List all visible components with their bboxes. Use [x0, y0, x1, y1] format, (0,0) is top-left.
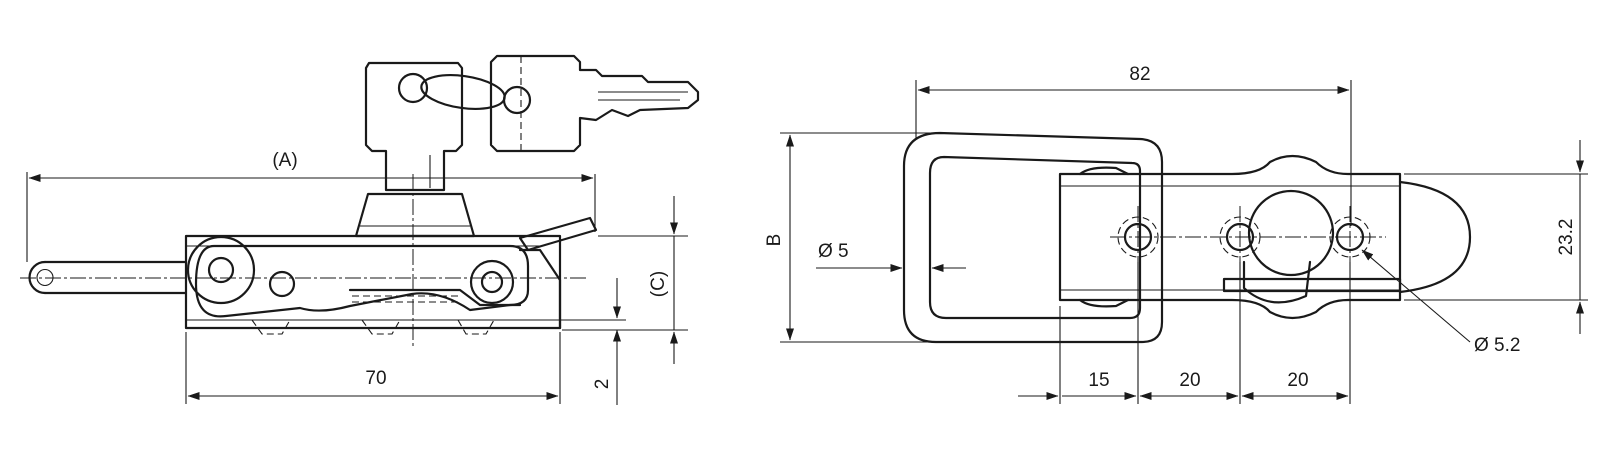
lock-cylinder-top: [1247, 189, 1335, 277]
dimension-c: (C): [562, 196, 688, 364]
dimension-2: 2: [520, 278, 626, 405]
top-view: 82 B Ø 5 23.2 Ø 5.2: [764, 64, 1588, 404]
dimension-23-2-label: 23.2: [1556, 219, 1577, 256]
dimension-c-label: (C): [648, 271, 669, 297]
dimension-diameter-5-2: Ø 5.2: [1361, 249, 1520, 356]
dimension-a: (A): [26, 150, 596, 262]
dimension-diameter-5-2-label: Ø 5.2: [1474, 335, 1520, 356]
dimension-20-second-label: 20: [1287, 370, 1308, 391]
dimension-70: 70: [185, 332, 561, 404]
pivot-slot: [268, 270, 296, 298]
dimension-20-first-label: 20: [1179, 370, 1200, 391]
key-rear: [364, 61, 464, 192]
pitch-dimensions: 15 20 20: [1018, 262, 1351, 404]
key-illustration: [364, 54, 700, 192]
key-front: [489, 54, 700, 153]
dimension-23-2: 23.2: [1404, 140, 1588, 334]
dimension-15-label: 15: [1088, 370, 1109, 391]
side-view: (A) 70 (C) 2: [20, 54, 700, 405]
latch-base: [184, 234, 562, 335]
pivot-main: [186, 235, 256, 305]
latch-strap: [1058, 154, 1472, 320]
dimension-70-label: 70: [365, 368, 386, 389]
dimension-diameter-5-label: Ø 5: [818, 241, 849, 262]
lock-cylinder: [354, 192, 476, 238]
dimension-2-label: 2: [592, 379, 613, 390]
key-ring: [420, 74, 506, 110]
strap-tip: [1398, 180, 1472, 294]
lever-arm: [194, 244, 530, 318]
dimension-b-label: B: [764, 234, 785, 247]
release-tab: [518, 216, 598, 252]
dimension-diameter-5: Ø 5: [816, 241, 966, 272]
pivot-right: [469, 259, 515, 305]
latch-loop: [902, 131, 1164, 344]
dimension-82: 82: [915, 64, 1352, 226]
dimension-b: B: [764, 132, 936, 343]
dimension-a-label: (A): [272, 150, 297, 171]
dimension-82-label: 82: [1129, 64, 1150, 85]
